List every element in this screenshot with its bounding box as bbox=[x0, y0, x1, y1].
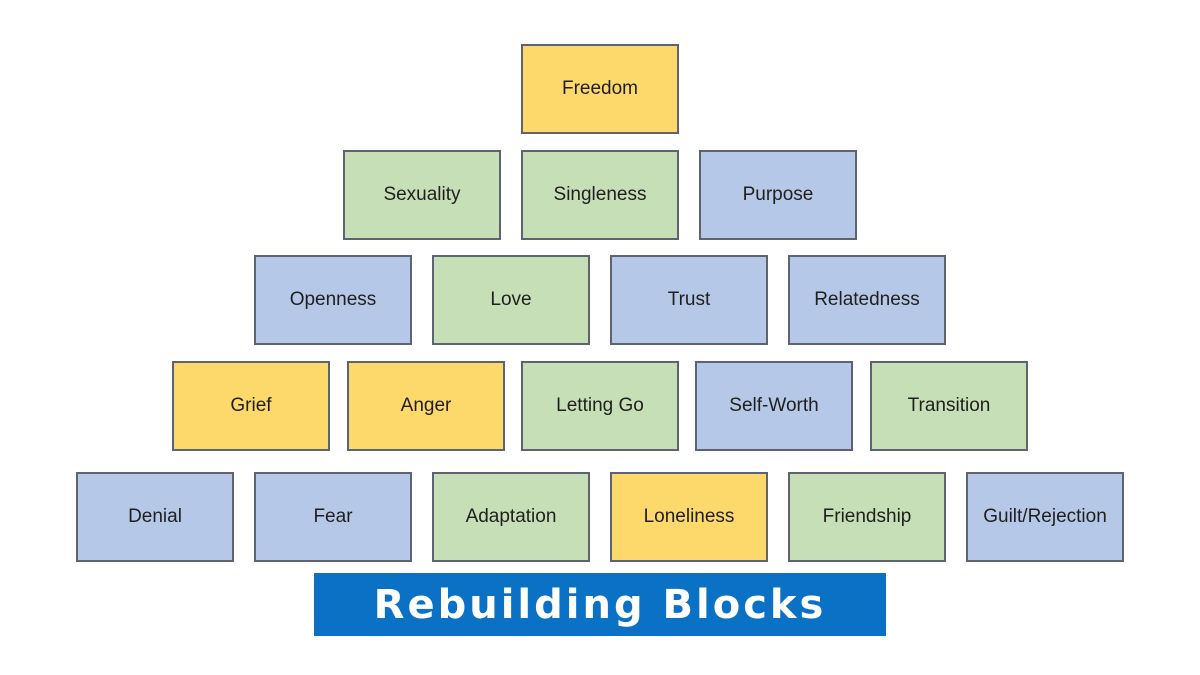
block-anger: Anger bbox=[347, 361, 505, 451]
block-sexuality: Sexuality bbox=[343, 150, 501, 240]
block-openness: Openness bbox=[254, 255, 412, 345]
block-relatedness: Relatedness bbox=[788, 255, 946, 345]
block-denial: Denial bbox=[76, 472, 234, 562]
block-trust: Trust bbox=[610, 255, 768, 345]
block-purpose: Purpose bbox=[699, 150, 857, 240]
banner-title: Rebuilding Blocks bbox=[314, 573, 886, 636]
block-freedom: Freedom bbox=[521, 44, 679, 134]
block-letting-go: Letting Go bbox=[521, 361, 679, 451]
block-self-worth: Self-Worth bbox=[695, 361, 853, 451]
block-loneliness: Loneliness bbox=[610, 472, 768, 562]
block-grief: Grief bbox=[172, 361, 330, 451]
block-fear: Fear bbox=[254, 472, 412, 562]
block-guilt-rejection: Guilt/Rejection bbox=[966, 472, 1124, 562]
block-transition: Transition bbox=[870, 361, 1028, 451]
block-friendship: Friendship bbox=[788, 472, 946, 562]
block-singleness: Singleness bbox=[521, 150, 679, 240]
block-adaptation: Adaptation bbox=[432, 472, 590, 562]
block-love: Love bbox=[432, 255, 590, 345]
